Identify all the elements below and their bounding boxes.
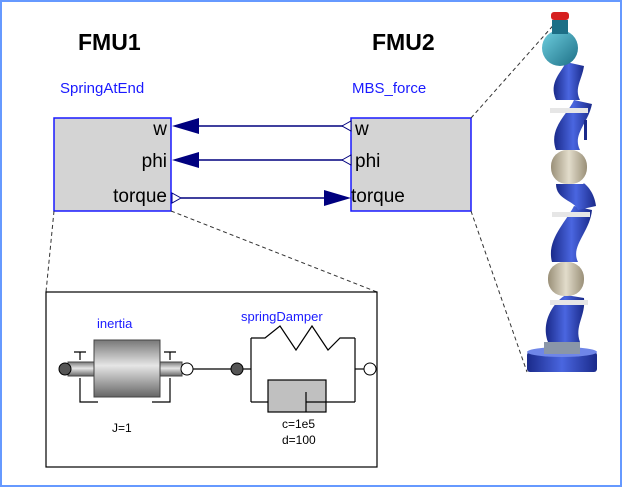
fmu2-title: FMU2 (372, 29, 435, 55)
fmu1-block[interactable] (53, 117, 172, 212)
fmu1-port-phi: phi (142, 151, 167, 172)
inertia-component[interactable] (58, 339, 194, 403)
spring-damper-param-c: c=1e5 (282, 417, 315, 431)
inertia-label: inertia (97, 316, 133, 331)
fmu2-port-torque: torque (351, 186, 405, 207)
fmu2-port-w: w (354, 119, 369, 140)
fmu2-instance-name: MBS_force (352, 80, 426, 97)
spring-damper-label: springDamper (241, 309, 323, 324)
zoom-line-robot-bottom (470, 210, 528, 373)
connection-torque[interactable] (171, 190, 351, 206)
fmu1-port-w: w (152, 119, 167, 140)
robot-arm-image (527, 12, 597, 372)
zoom-line-right (170, 210, 378, 293)
fmu2-port-phi: phi (355, 151, 380, 172)
fmu1-instance-name: SpringAtEnd (60, 80, 144, 97)
zoom-line-left (45, 210, 55, 293)
fmu2-block[interactable] (350, 117, 472, 212)
inertia-param: J=1 (112, 421, 132, 435)
spring-damper-param-d: d=100 (282, 433, 316, 447)
spring-damper-component[interactable] (230, 324, 377, 413)
zoom-line-robot-top (470, 19, 559, 119)
fmu1-title: FMU1 (78, 29, 141, 55)
connection-phi[interactable] (172, 152, 352, 168)
fmu1-port-torque: torque (113, 186, 167, 207)
connection-w[interactable] (172, 118, 352, 134)
